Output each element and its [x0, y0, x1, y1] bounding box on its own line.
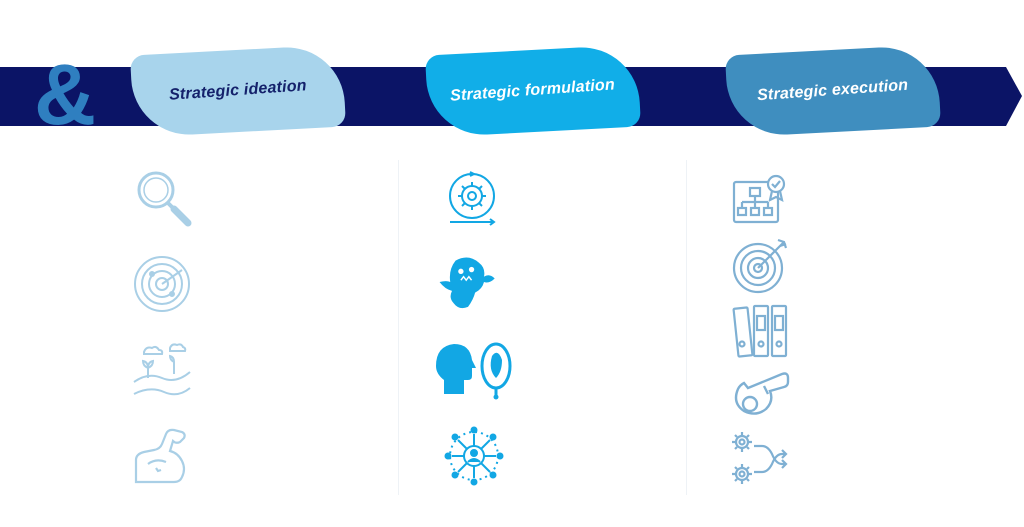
org-chart-certificate-icon	[728, 170, 792, 234]
flexed-arm-icon	[130, 424, 194, 488]
ghost-icon	[436, 250, 500, 314]
landscape-growth-icon	[130, 338, 194, 402]
binders-icon	[728, 300, 792, 364]
phase-tab-ideation: Strategic ideation	[129, 44, 347, 138]
phase-tab-execution: Strategic execution	[724, 44, 942, 138]
phase-title-execution: Strategic execution	[756, 76, 910, 105]
gears-arrows-icon	[728, 428, 792, 492]
ampersand-logo: &	[34, 47, 97, 143]
phase-title-ideation: Strategic ideation	[168, 77, 308, 104]
column-divider	[398, 160, 399, 495]
whistle-icon	[728, 364, 792, 428]
head-mirror-icon	[432, 336, 522, 400]
radar-icon	[130, 252, 194, 316]
network-person-icon	[442, 424, 506, 488]
magnifying-glass-icon	[130, 166, 194, 230]
column-divider	[686, 160, 687, 495]
phase-tab-formulation: Strategic formulation	[424, 44, 642, 138]
target-dart-icon	[728, 234, 792, 298]
phase-title-formulation: Strategic formulation	[450, 76, 616, 105]
gear-cycle-icon	[440, 166, 504, 230]
